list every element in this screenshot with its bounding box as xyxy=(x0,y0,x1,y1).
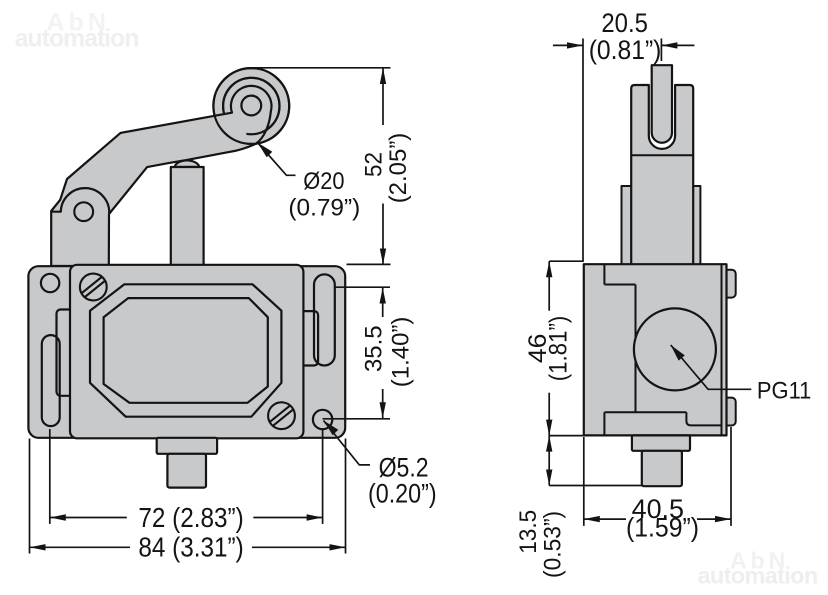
svg-text:Ø5.2: Ø5.2 xyxy=(379,453,429,483)
svg-text:(0.20”): (0.20”) xyxy=(368,479,437,509)
svg-text:PG11: PG11 xyxy=(757,377,812,404)
svg-text:(0.53”): (0.53”) xyxy=(540,511,567,578)
svg-text:72 (2.83”): 72 (2.83”) xyxy=(138,502,243,533)
svg-text:46: 46 xyxy=(524,334,552,364)
svg-text:(2.05”): (2.05”) xyxy=(385,133,412,204)
svg-text:(1.81”): (1.81”) xyxy=(545,316,573,382)
svg-text:(1.40”): (1.40”) xyxy=(388,317,415,388)
svg-text:84 (3.31”): 84 (3.31”) xyxy=(138,532,243,563)
svg-text:52: 52 xyxy=(361,152,388,177)
svg-text:(0.79”): (0.79”) xyxy=(288,195,360,222)
svg-text:13.5: 13.5 xyxy=(515,510,542,554)
svg-text:Ø20: Ø20 xyxy=(303,168,344,195)
svg-text:(0.81”): (0.81”) xyxy=(589,35,662,65)
svg-text:40.5: 40.5 xyxy=(632,494,684,524)
svg-text:automation: automation xyxy=(15,25,140,53)
svg-text:automation: automation xyxy=(698,563,819,589)
svg-text:(1.59”): (1.59”) xyxy=(626,513,699,543)
svg-text:AbN: AbN xyxy=(730,547,789,573)
svg-text:35.5: 35.5 xyxy=(361,325,388,372)
svg-text:20.5: 20.5 xyxy=(601,8,648,38)
svg-text:AbN: AbN xyxy=(47,9,110,37)
